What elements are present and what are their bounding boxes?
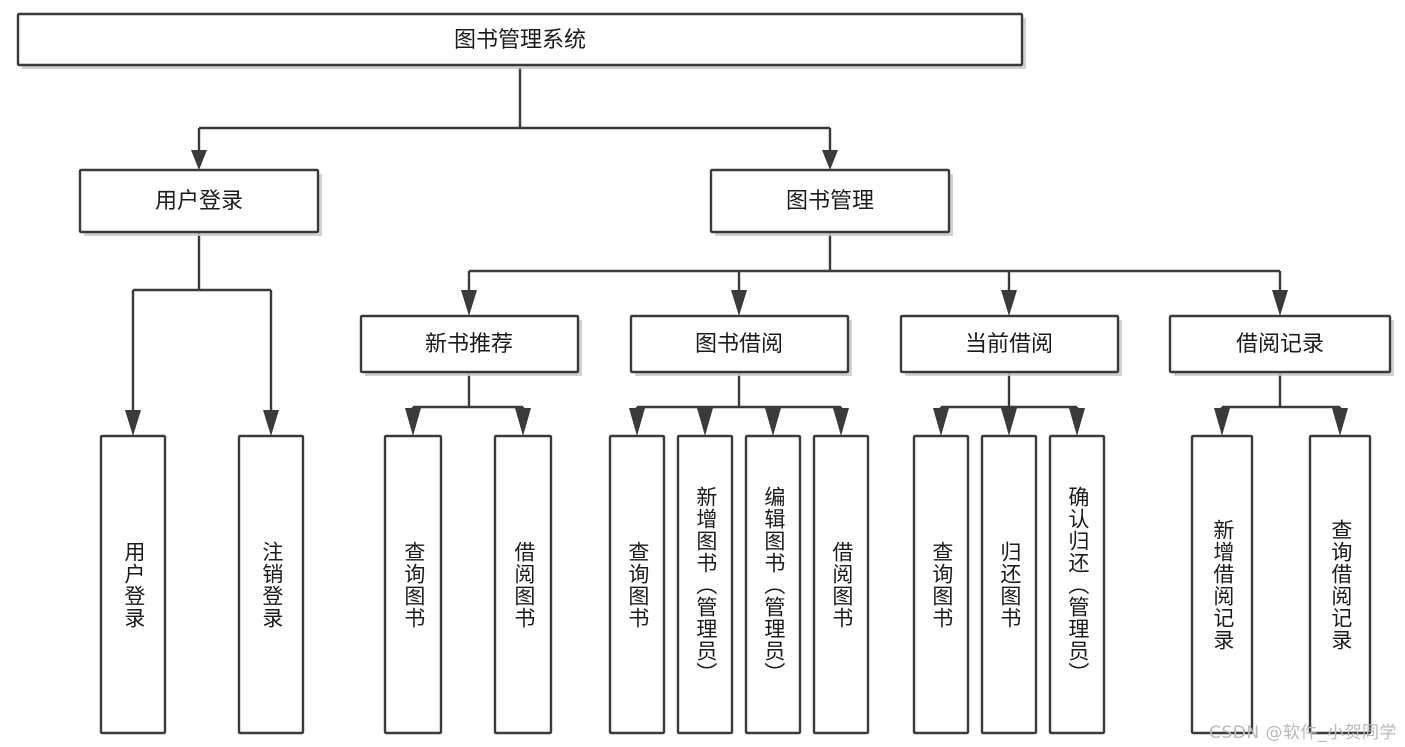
arrow-leaf-logout xyxy=(263,410,279,436)
leaf-box-user-login[interactable] xyxy=(99,434,167,735)
arrow-to-borrow-record xyxy=(1272,290,1288,316)
root-label: 图书管理系统 xyxy=(454,28,586,53)
arrow-leaf-borrow-book-1 xyxy=(515,408,531,436)
arrow-leaf-return-book xyxy=(1001,408,1017,436)
node-user-login[interactable]: 用户登录 xyxy=(78,168,322,236)
leaf-boxes-user-login xyxy=(99,434,305,735)
current-borrow-label: 当前借阅 xyxy=(965,332,1053,357)
leaf-box-edit-book[interactable] xyxy=(744,434,802,735)
leaf-box-add-book[interactable] xyxy=(676,434,734,735)
node-book-manage[interactable]: 图书管理 xyxy=(709,168,953,236)
current-borrow-box[interactable] xyxy=(899,314,1120,374)
node-new-book-recommend[interactable]: 新书推荐 xyxy=(359,314,582,376)
new-book-label: 新书推荐 xyxy=(425,332,513,357)
arrow-to-current-borrow xyxy=(1001,290,1017,316)
borrow-record-label: 借阅记录 xyxy=(1236,332,1324,357)
arrow-leaf-edit-book xyxy=(765,408,781,436)
arrow-to-book-manage xyxy=(822,150,838,170)
leaf-boxes-book-borrow xyxy=(608,434,870,735)
node-book-borrow[interactable]: 图书借阅 xyxy=(629,314,852,376)
leaf-box-confirm-return[interactable] xyxy=(1048,434,1106,735)
leaf-box-query-book-2[interactable] xyxy=(608,434,666,735)
node-borrow-record[interactable]: 借阅记录 xyxy=(1168,314,1394,376)
arrow-leaf-borrow-book-2 xyxy=(833,408,849,436)
connector-group-new-book-to-leaves xyxy=(405,373,531,436)
book-borrow-box[interactable] xyxy=(629,314,850,374)
arrow-leaf-query-record xyxy=(1332,408,1348,436)
arrow-leaf-add-book xyxy=(697,408,713,436)
book-borrow-label: 图书借阅 xyxy=(695,332,783,357)
connector-group-user-login-to-leaves xyxy=(125,233,279,436)
node-root-system[interactable]: 图书管理系统 xyxy=(16,12,1026,69)
csdn-watermark: CSDN @软件_小贺同学 xyxy=(1209,723,1397,743)
arrow-leaf-user-login xyxy=(125,410,141,436)
connector-group-current-borrow-to-leaves xyxy=(933,373,1085,436)
root-box[interactable] xyxy=(16,12,1024,67)
arrow-leaf-confirm-return xyxy=(1069,408,1085,436)
arrow-to-user-login xyxy=(191,150,207,170)
node-current-borrow[interactable]: 当前借阅 xyxy=(899,314,1122,376)
leaf-box-logout[interactable] xyxy=(237,434,305,735)
leaf-boxes-new-book xyxy=(383,434,553,735)
connector-group-book-manage-to-level3 xyxy=(461,233,1288,316)
user-login-label: 用户登录 xyxy=(155,189,243,214)
leaf-box-query-book-3[interactable] xyxy=(912,434,970,735)
connector-group-borrow-record-to-leaves xyxy=(1214,373,1348,436)
arrow-leaf-query-book-2 xyxy=(629,408,645,436)
new-book-box[interactable] xyxy=(359,314,580,374)
connector-group-book-borrow-to-leaves xyxy=(629,373,849,436)
connector-group-root-to-level2 xyxy=(191,67,838,170)
leaf-box-return-book[interactable] xyxy=(980,434,1038,735)
user-login-box[interactable] xyxy=(78,168,320,234)
leaf-box-borrow-book-1[interactable] xyxy=(493,434,553,735)
arrow-leaf-query-book-3 xyxy=(933,408,949,436)
arrow-leaf-query-book-1 xyxy=(405,408,421,436)
borrow-record-box[interactable] xyxy=(1168,314,1392,374)
arrow-leaf-add-record xyxy=(1214,408,1230,436)
leaf-box-query-book-1[interactable] xyxy=(383,434,443,735)
arrow-to-book-borrow xyxy=(731,290,747,316)
leaf-box-query-record[interactable] xyxy=(1308,434,1372,735)
leaf-box-borrow-book-2[interactable] xyxy=(812,434,870,735)
leaf-boxes-borrow-record xyxy=(1190,434,1372,735)
book-manage-label: 图书管理 xyxy=(786,189,874,214)
book-manage-box[interactable] xyxy=(709,168,951,234)
arrow-to-new-book xyxy=(461,290,477,316)
leaf-boxes-current-borrow xyxy=(912,434,1106,735)
leaf-box-add-record[interactable] xyxy=(1190,434,1254,735)
